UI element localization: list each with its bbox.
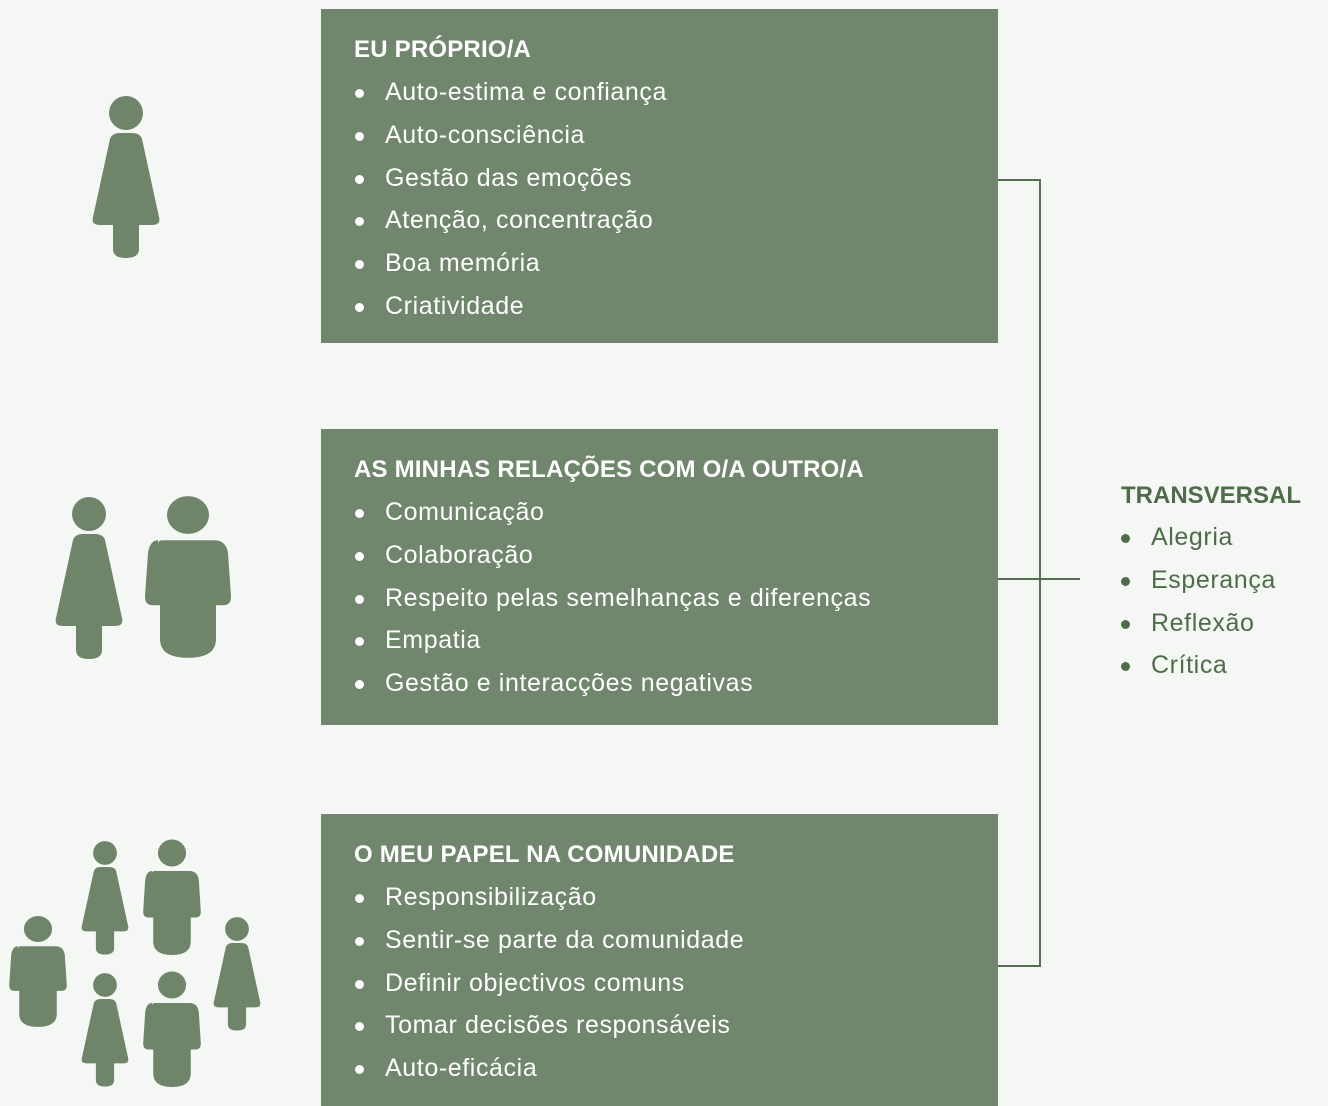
list-item: Empatia bbox=[354, 619, 966, 662]
list-item: Alegria bbox=[1121, 516, 1301, 559]
transversal-section: TRANSVERSAL Alegria Esperança Reflexão C… bbox=[1121, 480, 1301, 687]
list-item: Reflexão bbox=[1121, 602, 1301, 645]
list-item: Crítica bbox=[1121, 644, 1301, 687]
section-title: O MEU PAPEL NA COMUNIDADE bbox=[354, 841, 735, 868]
list-item: Definir objectivos comuns bbox=[354, 962, 966, 1005]
section-relations: AS MINHAS RELAÇÕES COM O/A OUTRO/A Comun… bbox=[321, 429, 998, 725]
list-item: Comunicação bbox=[354, 491, 966, 534]
person-icons bbox=[9, 96, 261, 1087]
list-item: Colaboração bbox=[354, 534, 966, 577]
section-list: Responsibilização Sentir-se parte da com… bbox=[354, 876, 966, 1090]
section-list: Auto-estima e confiança Auto-consciência… bbox=[354, 71, 966, 328]
transversal-title: TRANSVERSAL bbox=[1121, 482, 1302, 509]
section-title: AS MINHAS RELAÇÕES COM O/A OUTRO/A bbox=[354, 456, 864, 483]
list-item: Criatividade bbox=[354, 285, 966, 328]
list-item: Esperança bbox=[1121, 559, 1301, 602]
bracket-bottom-arm bbox=[998, 965, 1041, 967]
list-item: Atenção, concentração bbox=[354, 199, 966, 242]
list-item: Boa memória bbox=[354, 242, 966, 285]
bracket-vertical-line bbox=[1039, 179, 1041, 967]
list-item: Gestão e interacções negativas bbox=[354, 662, 966, 705]
two-people-icon bbox=[55, 496, 231, 659]
group-people-icon bbox=[9, 839, 261, 1087]
list-item: Responsibilização bbox=[354, 876, 966, 919]
list-item: Sentir-se parte da comunidade bbox=[354, 919, 966, 962]
list-item: Auto-eficácia bbox=[354, 1047, 966, 1090]
bracket-top-arm bbox=[998, 179, 1041, 181]
list-item: Respeito pelas semelhanças e diferenças bbox=[354, 577, 966, 620]
section-title: EU PRÓPRIO/A bbox=[354, 36, 532, 63]
list-item: Tomar decisões responsáveis bbox=[354, 1004, 966, 1047]
transversal-list: Alegria Esperança Reflexão Crítica bbox=[1121, 516, 1301, 687]
list-item: Gestão das emoções bbox=[354, 157, 966, 200]
list-item: Auto-estima e confiança bbox=[354, 71, 966, 114]
single-person-icon bbox=[92, 96, 160, 258]
section-community: O MEU PAPEL NA COMUNIDADE Responsibiliza… bbox=[321, 814, 998, 1106]
section-list: Comunicação Colaboração Respeito pelas s… bbox=[354, 491, 966, 705]
section-self: EU PRÓPRIO/A Auto-estima e confiança Aut… bbox=[321, 9, 998, 343]
list-item: Auto-consciência bbox=[354, 114, 966, 157]
